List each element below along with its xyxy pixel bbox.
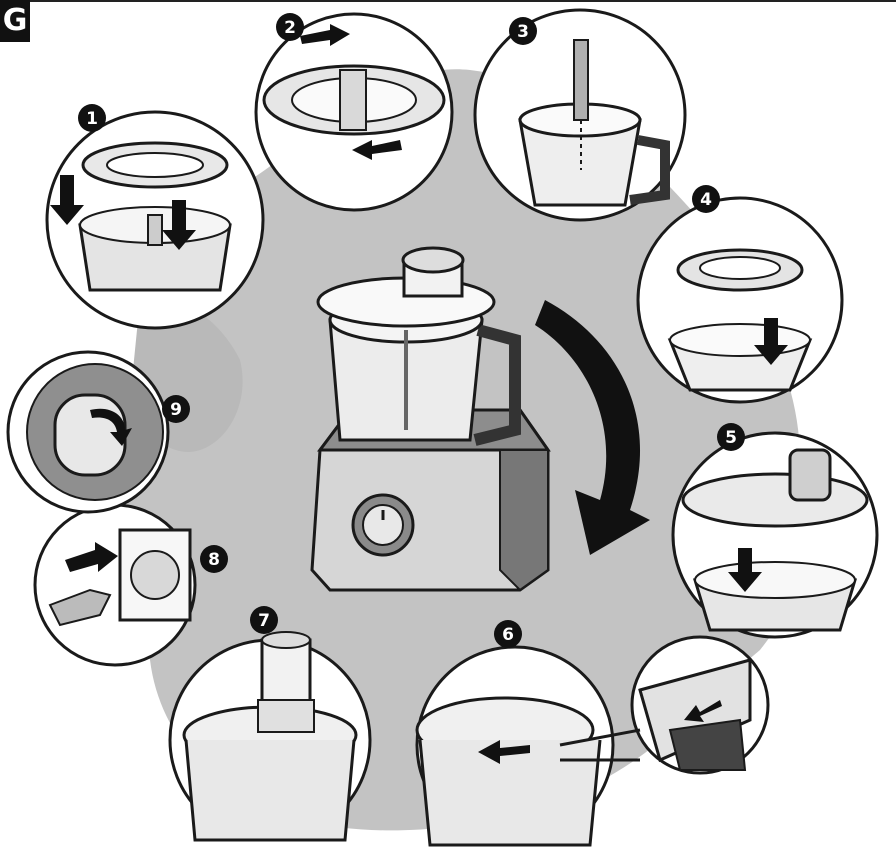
step-number: 5 bbox=[725, 428, 737, 448]
step-6-circle bbox=[417, 647, 613, 845]
step-badge-7: 7 bbox=[250, 606, 278, 634]
step-badge-6: 6 bbox=[494, 620, 522, 648]
step-badge-1: 1 bbox=[78, 104, 106, 132]
step-badge-3: 3 bbox=[509, 17, 537, 45]
step-badge-5: 5 bbox=[717, 423, 745, 451]
step-5-circle bbox=[673, 433, 877, 637]
step-badge-8: 8 bbox=[200, 545, 228, 573]
step-number: 7 bbox=[258, 611, 270, 631]
step-number: 2 bbox=[284, 18, 296, 38]
step-number: 3 bbox=[517, 22, 529, 42]
step-1-circle bbox=[47, 112, 263, 328]
step-number: 4 bbox=[700, 190, 712, 210]
step-number: 8 bbox=[208, 550, 220, 570]
step-8-circle bbox=[35, 505, 195, 665]
step-number: 6 bbox=[502, 625, 514, 645]
step-badge-9: 9 bbox=[162, 395, 190, 423]
step-3-circle bbox=[475, 10, 685, 220]
step-number: 1 bbox=[86, 109, 98, 129]
step-badge-2: 2 bbox=[276, 13, 304, 41]
step-4-circle bbox=[638, 198, 842, 402]
step-2-circle bbox=[256, 14, 452, 210]
step-badge-4: 4 bbox=[692, 185, 720, 213]
step-9-circle bbox=[8, 352, 168, 512]
step-number: 9 bbox=[170, 400, 182, 420]
